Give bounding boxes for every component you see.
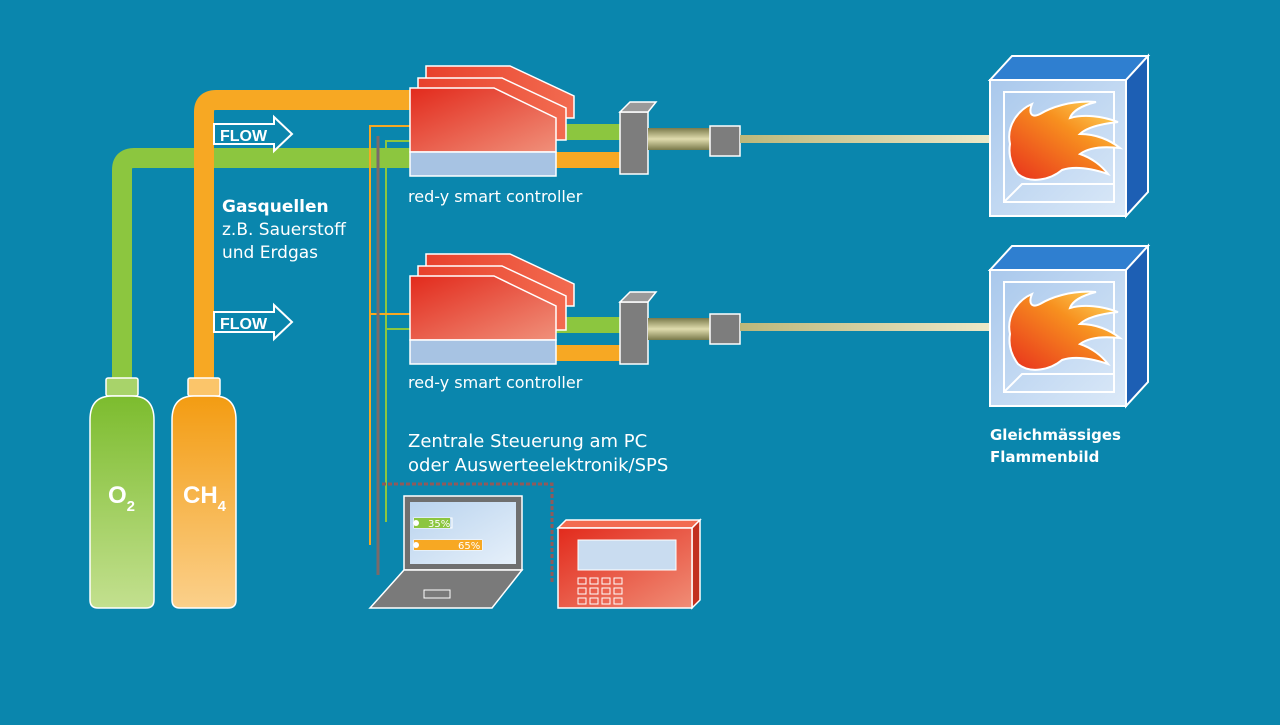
gas-sources-title: Gasquellen bbox=[222, 197, 329, 217]
gas-cylinder-icon bbox=[89, 377, 155, 609]
o2-level-bar bbox=[414, 518, 450, 528]
gas-sources-line1: z.B. Sauerstoff bbox=[222, 220, 346, 240]
ch4-level-bar bbox=[414, 540, 482, 550]
oxygen-outlet-pipe bbox=[555, 317, 621, 333]
mass-flow-controller-top bbox=[409, 65, 990, 177]
result-caption-line1: Gleichmässiges bbox=[990, 426, 1121, 444]
gas-sources-line2: und Erdgas bbox=[222, 243, 319, 263]
oxygen-outlet-pipe bbox=[555, 124, 621, 140]
laptop-icon: 35% 65% bbox=[368, 495, 524, 609]
methane-outlet-pipe bbox=[555, 152, 621, 168]
flow-arrow-icon bbox=[213, 302, 294, 342]
burner-bottom bbox=[987, 243, 1151, 409]
controller-label-bottom: red-y smart controller bbox=[408, 373, 583, 392]
mass-flow-controller-bottom bbox=[409, 253, 990, 365]
burner-top bbox=[987, 53, 1151, 219]
gas-cylinder-icon bbox=[171, 377, 237, 609]
plc-controller-icon bbox=[556, 518, 702, 610]
result-caption-line2: Flammenbild bbox=[990, 448, 1100, 466]
ch4-percent-label: 65% bbox=[458, 541, 480, 552]
controller-label-top: red-y smart controller bbox=[408, 187, 583, 206]
cylinder-label-ch4: CH4 bbox=[183, 482, 227, 515]
flow-label: FLOW bbox=[220, 316, 268, 333]
cylinder-label-o2: O2 bbox=[108, 482, 135, 515]
flow-label: FLOW bbox=[220, 128, 268, 145]
methane-pipe bbox=[194, 90, 420, 380]
o2-percent-label: 35% bbox=[428, 519, 450, 530]
control-caption-line2: oder Auswerteelektronik/SPS bbox=[408, 455, 669, 476]
flow-arrow-icon bbox=[213, 114, 294, 154]
control-caption-line1: Zentrale Steuerung am PC bbox=[408, 431, 648, 452]
methane-outlet-pipe bbox=[555, 345, 621, 361]
